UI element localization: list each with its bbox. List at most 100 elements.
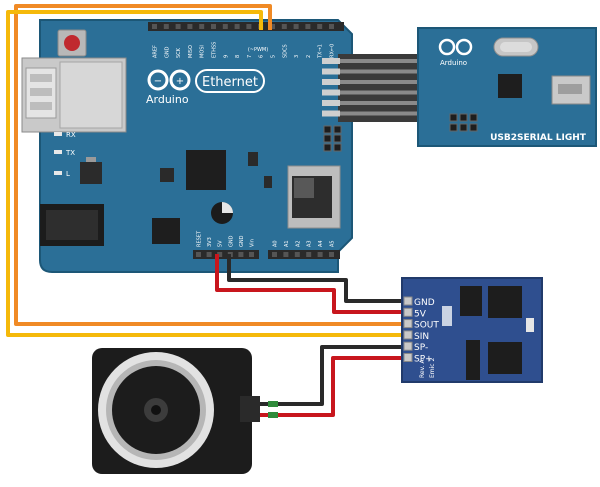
icsp-pin (333, 134, 342, 143)
module-pin (403, 353, 413, 362)
pwm-label: (~PWM) (248, 47, 268, 53)
header-pin (187, 24, 193, 29)
icsp-pin (449, 123, 458, 132)
header-pin-label: 9 (223, 55, 229, 58)
header-pin-label: GND (239, 235, 245, 247)
header-pin (329, 252, 334, 257)
usb2serial-brand-label: Arduino (440, 59, 467, 67)
header-pin-label: 5 (271, 55, 277, 58)
module-pin-label: SP- (414, 343, 428, 353)
icsp-pin (323, 134, 332, 143)
ftdi-pin (322, 68, 340, 75)
icsp-pin (469, 123, 478, 132)
header-pin (211, 24, 216, 29)
header-pin (152, 24, 157, 29)
header-pin-label: A3 (307, 240, 313, 247)
header-pin-label: RESET (197, 230, 203, 247)
icsp-pin (323, 143, 332, 152)
header-pin (305, 24, 311, 29)
board-title-label: Ethernet (202, 75, 258, 90)
header-pin (206, 252, 212, 257)
wire-yellow (6, 10, 412, 337)
module-pin (403, 319, 413, 329)
module-ic (488, 286, 522, 318)
header-pin (175, 24, 181, 29)
ftdi-pin (322, 58, 340, 64)
ftdi-pin (322, 110, 340, 117)
ftdi-lead (340, 101, 418, 105)
svg-text:+: + (176, 76, 184, 87)
module-ic (466, 340, 480, 380)
module-pin (403, 307, 413, 317)
ethernet-title-badge: Ethernet (195, 69, 265, 93)
header-pin (246, 24, 252, 29)
header-pin-label: A4 (318, 240, 324, 247)
header-pin (196, 252, 201, 257)
header-pin-label: A5 (330, 240, 336, 247)
usb-controller-chip (498, 74, 522, 98)
icsp-pin (469, 113, 478, 122)
header-pin (272, 252, 277, 257)
header-pin (317, 252, 323, 257)
wire-red-sp-plus (260, 356, 412, 417)
header-pin-label: SCK (176, 47, 182, 58)
header-pin (217, 252, 223, 257)
ftdi-pin (322, 89, 340, 96)
header-pin (281, 24, 287, 29)
module-component (442, 306, 452, 326)
header-pin-label: A0 (273, 240, 279, 247)
usb2serial-title-label: USB2SERIAL LIGHT (490, 133, 587, 143)
module-ic (460, 286, 482, 316)
wire-red-5v (215, 254, 412, 314)
header-pin-label: 3 (294, 55, 300, 58)
header-pin (249, 252, 254, 257)
header-pin-label: 8 (235, 55, 241, 58)
usb2serial-button (493, 37, 539, 57)
header-pin-label: A2 (295, 240, 301, 247)
header-pin (270, 24, 275, 29)
icsp-pin (333, 143, 342, 152)
icsp-pin (323, 125, 332, 134)
voltage-regulator (80, 157, 102, 184)
ethernet-controller-chip (186, 150, 226, 190)
module-pin (403, 296, 413, 306)
header-pin-label: 6 (259, 55, 265, 58)
wire-black-gnd (227, 254, 412, 303)
small-ic (160, 168, 174, 182)
wire-black-sp-minus (260, 345, 412, 406)
module-pin-label: SIN (414, 332, 429, 342)
icsp-pin (459, 123, 468, 132)
header-pin-label: RX←0 (330, 44, 336, 58)
module-rev-label: Rev. A (419, 359, 426, 378)
module-name-label: Emic 2 (429, 357, 436, 378)
capacitor (211, 202, 233, 224)
ftdi-pin (322, 79, 340, 85)
module-pin-label: GND (414, 298, 435, 308)
smd-component (248, 152, 258, 166)
ftdi-lead (340, 80, 418, 84)
led-label-rx: RX (66, 131, 76, 139)
header-pin-label: 7 (247, 55, 253, 58)
header-pin-label: 3V3 (207, 237, 213, 247)
header-pin-label: 2 (306, 55, 312, 58)
reset-button (57, 29, 87, 57)
header-pin (294, 252, 300, 257)
module-ic (488, 342, 522, 374)
wire-joints (268, 401, 278, 418)
ftdi-lead (340, 69, 418, 74)
module-pin-label: 5V (414, 309, 427, 319)
ftdi-lead (340, 111, 418, 116)
board-brand-label: Arduino (146, 93, 189, 106)
header-pin (234, 24, 240, 29)
arduino-logo: − + (147, 69, 191, 91)
microcontroller-chip (152, 218, 180, 244)
header-pin (199, 24, 205, 29)
header-pin-label: Vin (250, 239, 256, 247)
header-pin (238, 252, 244, 257)
ftdi-lead (340, 90, 418, 95)
header-pin-label: MOSI (200, 45, 206, 58)
module-pin-label: SP+ (414, 355, 433, 365)
